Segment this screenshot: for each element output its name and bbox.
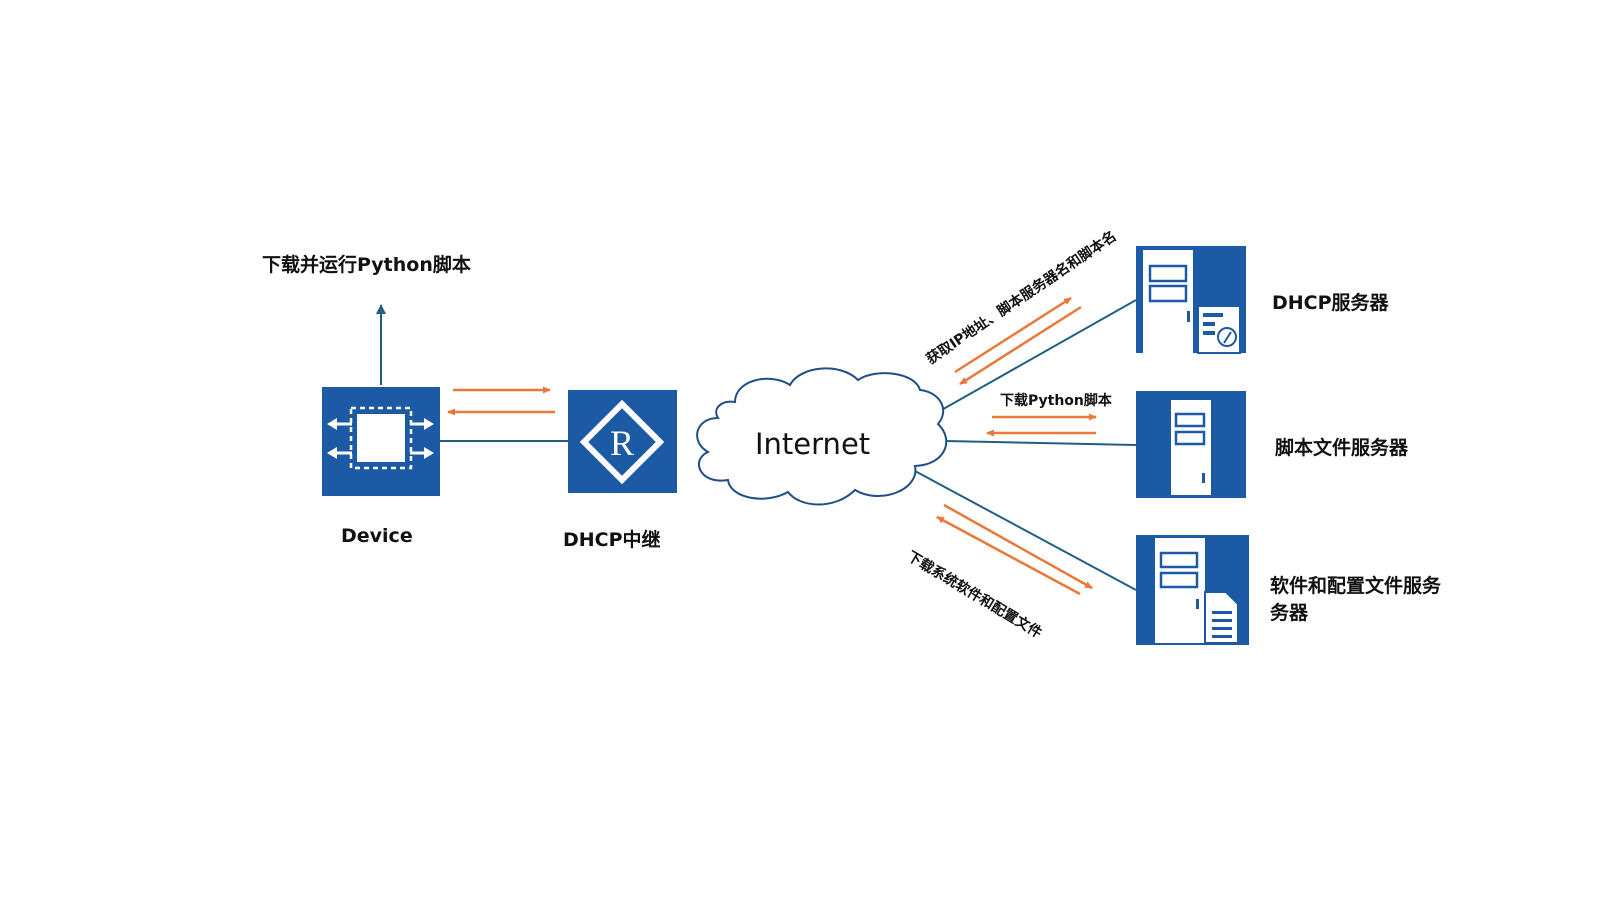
dhcp-relay-label: DHCP中继	[563, 529, 661, 551]
dhcp-server-label: DHCP服务器	[1272, 292, 1389, 314]
link-cloud-dhcp-server	[937, 299, 1137, 413]
download-python-label: 下载Python脚本	[1000, 393, 1112, 409]
run-python-script-label: 下载并运行Python脚本	[262, 254, 471, 276]
software-server-label-line2: 务器	[1270, 602, 1309, 624]
internet-label: Internet	[755, 427, 871, 461]
link-cloud-software-server	[914, 470, 1137, 591]
server-with-settings-doc-icon	[1136, 246, 1246, 354]
script-server-label: 脚本文件服务器	[1275, 437, 1409, 459]
message-arrows	[447, 296, 1097, 596]
arrow-from-dhcp-server	[959, 305, 1082, 386]
link-cloud-script-server	[944, 440, 1137, 446]
device-label: Device	[341, 525, 413, 547]
arrow-from-software-server	[936, 515, 1081, 596]
cloud-icon	[696, 367, 948, 506]
server-with-document-icon	[1136, 535, 1249, 645]
server-icon	[1136, 391, 1246, 498]
arrow-to-software-server	[943, 503, 1093, 590]
software-server-label: 软件和配置文件服务 务器	[1270, 571, 1441, 625]
software-server-label-line1: 软件和配置文件服务	[1270, 575, 1442, 597]
svg-text:R: R	[610, 423, 634, 463]
network-links	[440, 299, 1137, 591]
arrow-to-dhcp-server	[954, 296, 1072, 374]
router-r-icon: R	[568, 390, 677, 493]
device-icon	[322, 387, 440, 496]
